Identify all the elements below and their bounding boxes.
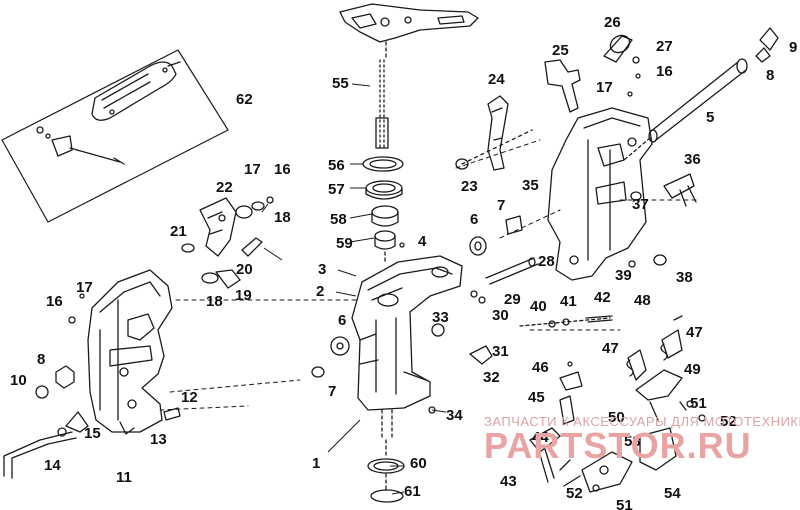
right-hardware-drawing [628, 173, 697, 268]
callout-51a: 51 [690, 395, 707, 412]
callout-39: 39 [615, 267, 632, 284]
callout-38: 38 [676, 269, 693, 286]
callout-42: 42 [594, 289, 611, 306]
callout-13: 13 [150, 431, 167, 448]
steering-bracket-drawing [339, 3, 479, 61]
callout-58: 58 [330, 211, 347, 228]
clamp-bracket-left-drawing [87, 269, 173, 435]
callout-labels: 1 2 3 4 5 6 6 7 7 8 8 9 10 11 12 13 14 1… [10, 14, 797, 510]
callout-54: 54 [664, 485, 681, 502]
callout-6a: 6 [470, 211, 478, 228]
watermark: ЗАПЧАСТИ К АКСЕССУАРЫ ДЛЯ МОТОТЕХНИКИ PA… [484, 414, 800, 466]
callout-16c: 16 [656, 63, 673, 80]
callout-35: 35 [522, 177, 539, 194]
upper-hardware-drawing [455, 34, 641, 171]
callout-40: 40 [530, 298, 547, 315]
callout-4: 4 [418, 233, 427, 250]
callout-46: 46 [532, 359, 549, 376]
callout-49: 49 [684, 361, 701, 378]
callout-9: 9 [789, 39, 797, 56]
callout-16b: 16 [274, 161, 291, 178]
callout-30: 30 [492, 307, 509, 324]
callout-53: 53 [624, 433, 641, 450]
callout-18a: 18 [274, 209, 291, 226]
callout-43: 43 [500, 473, 517, 490]
callout-52a: 52 [720, 413, 737, 430]
callout-7a: 7 [497, 197, 505, 214]
callout-1: 1 [312, 455, 320, 472]
tilt-lock-drawing [181, 196, 274, 289]
callout-57: 57 [328, 181, 345, 198]
callout-56: 56 [328, 157, 345, 174]
callout-31: 31 [492, 343, 509, 360]
callout-55: 55 [332, 75, 349, 92]
callout-23: 23 [461, 178, 478, 195]
callout-7b: 7 [328, 383, 336, 400]
callout-17a: 17 [76, 279, 93, 296]
callout-48: 48 [634, 292, 651, 309]
middle-hardware-drawing [311, 215, 539, 414]
callout-12: 12 [181, 389, 198, 406]
callout-36: 36 [684, 151, 701, 168]
left-hardware-drawing [3, 293, 181, 479]
callout-50: 50 [608, 409, 625, 426]
callout-60: 60 [410, 455, 427, 472]
callout-16a: 16 [46, 293, 63, 310]
kit-62-drawing [1, 49, 229, 223]
callout-15: 15 [84, 425, 101, 442]
callout-3: 3 [318, 261, 326, 278]
callout-61: 61 [404, 483, 421, 500]
callout-10: 10 [10, 372, 27, 389]
callout-25: 25 [552, 42, 569, 59]
callout-2: 2 [316, 283, 324, 300]
callout-47b: 47 [686, 324, 703, 341]
swivel-bracket-drawing [351, 255, 463, 503]
callout-59: 59 [336, 235, 353, 252]
callout-8b: 8 [37, 351, 45, 368]
callout-8a: 8 [766, 67, 774, 84]
lower-right-hardware-drawing [519, 315, 706, 493]
leader-lines [261, 83, 447, 495]
callout-14: 14 [44, 457, 61, 474]
callout-28: 28 [538, 253, 555, 270]
callout-33: 33 [432, 309, 449, 326]
clamp-bracket-right-drawing [547, 107, 653, 281]
callout-62: 62 [236, 91, 253, 108]
callout-47a: 47 [602, 340, 619, 357]
callout-27: 27 [656, 38, 673, 55]
callout-51b: 51 [616, 497, 633, 510]
callout-6b: 6 [338, 312, 346, 329]
callout-20: 20 [236, 261, 253, 278]
callout-18b: 18 [206, 293, 223, 310]
dashed-guides [159, 139, 701, 411]
callout-32: 32 [483, 369, 500, 386]
callout-11: 11 [116, 469, 132, 486]
callout-37: 37 [632, 196, 649, 213]
callout-41: 41 [560, 293, 577, 310]
callout-44: 44 [532, 429, 549, 446]
callout-17c: 17 [596, 79, 613, 96]
callout-21: 21 [170, 223, 187, 240]
callout-45: 45 [528, 389, 545, 406]
callout-34: 34 [446, 407, 463, 424]
callout-17b: 17 [244, 161, 261, 178]
callout-5: 5 [706, 109, 714, 126]
callout-24: 24 [488, 71, 505, 88]
watermark-tagline: ЗАПЧАСТИ К АКСЕССУАРЫ ДЛЯ МОТОТЕХНИКИ [484, 414, 800, 429]
callout-26: 26 [604, 14, 621, 31]
callout-29: 29 [504, 291, 521, 308]
callout-19: 19 [235, 287, 252, 304]
callout-22: 22 [216, 179, 233, 196]
callout-52b: 52 [566, 485, 583, 502]
tilt-tube-drawing [623, 27, 779, 161]
watermark-brand: PARTSTOR.RU [484, 425, 752, 466]
swivel-stack-drawing [362, 59, 405, 263]
